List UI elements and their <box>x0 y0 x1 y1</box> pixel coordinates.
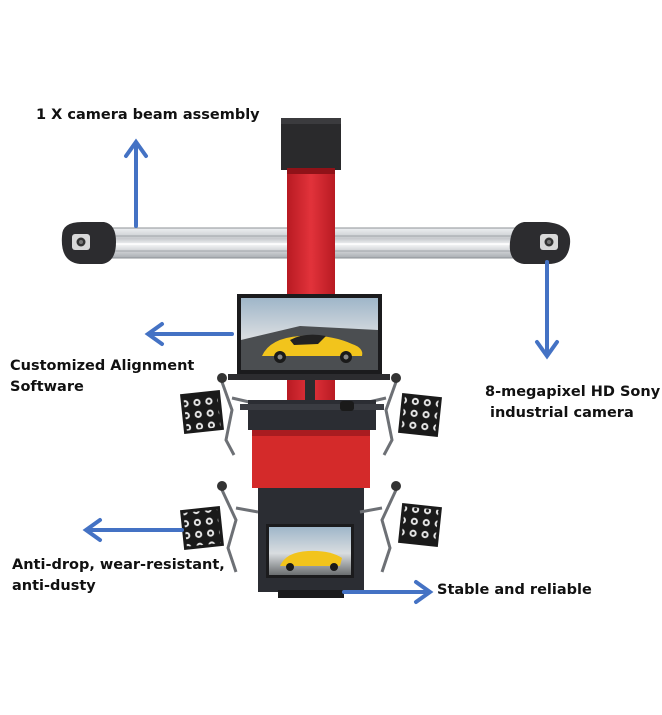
label-industrial-camera: 8-megapixel HD Sony industrial camera <box>485 382 660 424</box>
arrow-left-software <box>144 322 234 346</box>
target-lower-right <box>398 503 442 547</box>
label-camera-line2: industrial camera <box>490 405 634 421</box>
label-software-line1: Customized Alignment <box>10 358 195 374</box>
lower-clamp-arms <box>220 489 398 573</box>
label-anti-drop: Anti-drop, wear-resistant, anti-dusty <box>12 555 225 597</box>
right-camera-pod <box>509 222 571 264</box>
left-camera-pod <box>61 222 116 264</box>
target-upper-right <box>398 393 442 437</box>
label-camera-beam-text: 1 X camera beam assembly <box>36 107 260 123</box>
label-software-line2: Software <box>10 379 84 395</box>
monitor <box>237 294 382 380</box>
column-top-cap <box>281 118 341 170</box>
arrow-left-antidrop <box>82 518 184 542</box>
label-antidrop-line2: anti-dusty <box>12 578 96 594</box>
arrow-right-stable <box>342 580 434 604</box>
target-lower-left <box>180 506 224 550</box>
label-antidrop-line1: Anti-drop, wear-resistant, <box>12 557 225 573</box>
label-camera-beam: 1 X camera beam assembly <box>36 105 260 126</box>
arrow-down-camera <box>535 260 559 360</box>
label-camera-line1: 8-megapixel HD Sony <box>485 384 661 400</box>
target-upper-left <box>180 390 224 434</box>
label-stable-reliable: Stable and reliable <box>437 580 592 601</box>
label-alignment-software: Customized Alignment Software <box>10 356 194 398</box>
arrow-up-beam <box>124 138 148 228</box>
lower-monitor <box>266 524 354 578</box>
upper-shelf <box>228 374 390 380</box>
label-stable-text: Stable and reliable <box>437 582 592 598</box>
base-foot <box>278 590 344 598</box>
